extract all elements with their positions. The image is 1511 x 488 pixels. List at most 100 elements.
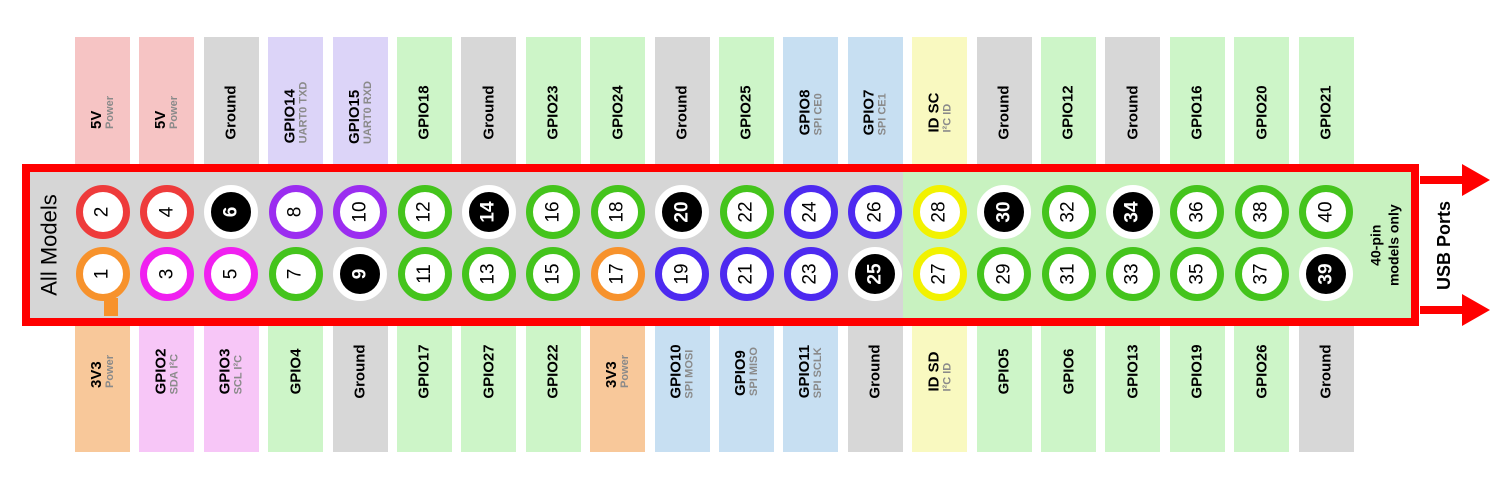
bottom-label-strip xyxy=(332,326,388,452)
forty-pin-label: 40-pin models only xyxy=(1360,170,1410,320)
pin-function-sub: I²C ID xyxy=(941,362,954,392)
pin-function-sub: SPI MOSI xyxy=(683,349,696,399)
pin-function-name: Ground xyxy=(222,84,240,140)
bottom-pin-label: Ground xyxy=(1299,326,1354,416)
bottom-label-strip xyxy=(1105,326,1161,452)
pin-32 xyxy=(1041,185,1096,239)
bottom-label-strip xyxy=(1234,326,1290,452)
pin-function-sub: SPI SCLK xyxy=(812,346,825,398)
pin-33 xyxy=(1105,247,1160,301)
pin-function-sub: UART0 RXD xyxy=(361,80,374,144)
pin-function-name: 5V xyxy=(152,110,170,129)
top-label-strip xyxy=(1298,37,1354,165)
usb-ports-text: USB Ports xyxy=(1433,200,1454,290)
bottom-label-strip xyxy=(976,326,1032,452)
top-label-strip xyxy=(1169,37,1225,165)
pin-function-name: Ground xyxy=(673,84,691,140)
top-pin-label: GPIO18 xyxy=(397,60,452,164)
pin-function-name: GPIO19 xyxy=(1188,343,1206,399)
pin-function-name: GPIO25 xyxy=(737,84,755,140)
bottom-pin-label: Ground xyxy=(848,326,903,416)
pin-function-sub: SPI CE1 xyxy=(876,92,889,135)
pin-function-name: GPIO16 xyxy=(1188,84,1206,140)
pin-function-sub: I²C ID xyxy=(941,103,954,133)
pin-35 xyxy=(1170,247,1225,301)
pin-26 xyxy=(848,185,903,239)
pin-function-name: Ground xyxy=(866,343,884,399)
pin-14 xyxy=(461,185,516,239)
pin-function-name: GPIO5 xyxy=(995,348,1013,394)
pin-function-name: GPIO12 xyxy=(1059,84,1077,140)
pin-21 xyxy=(719,247,774,301)
bottom-pin-label: GPIO22 xyxy=(526,326,581,416)
pin-10 xyxy=(333,185,388,239)
all-models-label: All Models xyxy=(30,170,70,320)
pin-36 xyxy=(1170,185,1225,239)
top-pin-label: Ground xyxy=(977,60,1032,164)
pin-17 xyxy=(590,247,645,301)
bottom-pin-label: GPIO4 xyxy=(268,326,323,416)
bottom-label-strip xyxy=(1169,326,1225,452)
top-label-strip xyxy=(1105,37,1161,165)
pin-function-name: Ground xyxy=(351,343,369,399)
bottom-pin-label: GPIO5 xyxy=(977,326,1032,416)
pin-9 xyxy=(333,247,388,301)
bottom-label-strip xyxy=(268,326,324,452)
usb-arrow-top-icon xyxy=(1420,164,1490,196)
pin-function-sub: Power xyxy=(619,354,632,388)
pin-function-name: GPIO14 xyxy=(281,88,299,143)
pin-function-name: 5V xyxy=(87,110,105,129)
pin-31 xyxy=(1041,247,1096,301)
top-label-strip xyxy=(590,37,646,165)
pin-function-name: Ground xyxy=(480,84,498,140)
pin-function-name: GPIO17 xyxy=(415,343,433,399)
pin-23 xyxy=(783,247,838,301)
bottom-label-strip xyxy=(203,326,259,452)
top-pin-label: Ground xyxy=(461,60,516,164)
pin-25 xyxy=(848,247,903,301)
pin-function-name: ID SD xyxy=(925,350,943,392)
top-pin-label: GPIO12 xyxy=(1041,60,1096,164)
top-pin-label: GPIO25 xyxy=(719,60,774,164)
pin-27 xyxy=(912,247,967,301)
pin-40 xyxy=(1299,185,1354,239)
pin-function-name: GPIO24 xyxy=(609,84,627,140)
bottom-pin-label: GPIO27 xyxy=(461,326,516,416)
pin-7 xyxy=(268,247,323,301)
pin-function-name: GPIO11 xyxy=(796,344,814,398)
pin-13 xyxy=(461,247,516,301)
bottom-label-strip xyxy=(654,326,710,452)
top-label-strip xyxy=(525,37,581,165)
top-pin-label: GPIO21 xyxy=(1299,60,1354,164)
pin-function-name: GPIO9 xyxy=(732,349,749,396)
pin-function-sub: SCL I²C xyxy=(232,354,245,394)
pin-function-name: GPIO6 xyxy=(1059,348,1077,394)
pin-function-sub: SPI MISO xyxy=(748,346,760,396)
pin-function-name: GPIO7 xyxy=(860,89,878,135)
bottom-label-strip xyxy=(525,326,581,452)
bottom-label-strip xyxy=(461,326,517,452)
pin-function-sub: SDA I²C xyxy=(168,353,181,394)
bottom-label-strip xyxy=(75,326,130,452)
top-label-strip xyxy=(783,37,839,165)
bottom-label-strip xyxy=(590,326,646,452)
bottom-label-strip xyxy=(1041,326,1096,452)
pin1-marker xyxy=(104,298,118,316)
pin-function-name: Ground xyxy=(1124,84,1142,140)
bottom-label-strip xyxy=(397,326,452,452)
top-pin-label: GPIO16 xyxy=(1170,60,1225,164)
pin-function-name: GPIO22 xyxy=(544,343,562,399)
pin-function-name: GPIO10 xyxy=(667,343,685,399)
top-pin-label: GPIO20 xyxy=(1234,60,1289,164)
top-pin-label: Ground xyxy=(204,60,259,164)
bottom-pin-label: GPIO6 xyxy=(1041,326,1096,416)
top-pin-label: Ground xyxy=(655,60,710,164)
pin-37 xyxy=(1234,247,1289,301)
top-label-strip xyxy=(397,37,452,165)
top-label-strip xyxy=(912,37,968,165)
